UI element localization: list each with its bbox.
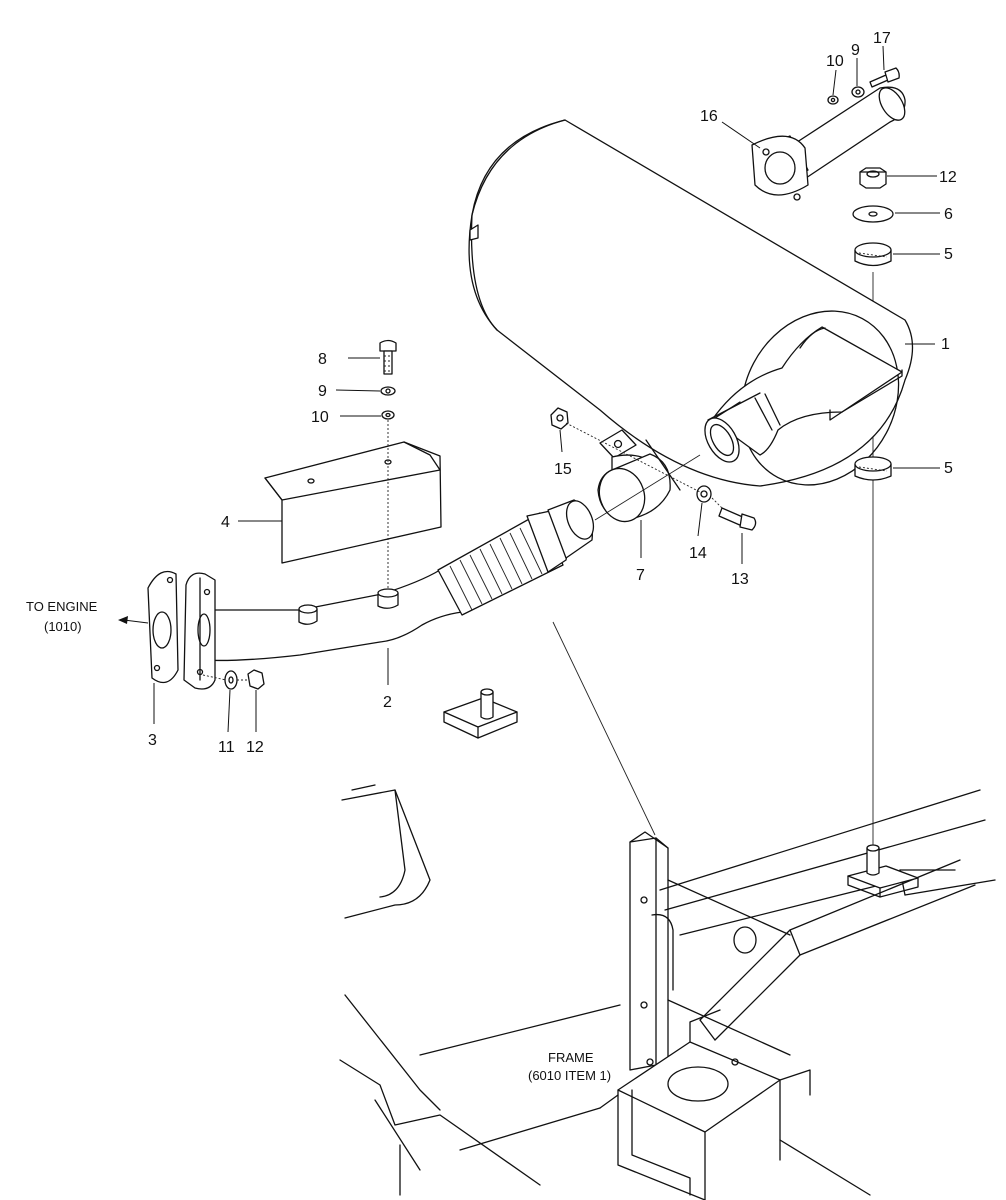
callout-10-tailpipe: 10 <box>826 53 844 70</box>
callout-9-shield: 9 <box>318 383 327 400</box>
engine-flange <box>147 570 265 690</box>
callout-numbers: 1 2 3 4 5 5 6 7 8 9 9 10 10 11 12 12 13 … <box>148 30 957 756</box>
heat-shield <box>264 441 442 564</box>
reference-line <box>552 621 656 836</box>
callout-3: 3 <box>148 732 157 749</box>
callout-16: 16 <box>700 108 718 125</box>
tail-pipe <box>751 67 906 201</box>
callout-14: 14 <box>689 545 707 562</box>
callout-9-tailpipe: 9 <box>851 42 860 59</box>
callout-12-mount: 12 <box>939 169 957 186</box>
callout-17: 17 <box>873 30 891 47</box>
shield-bolt-stack <box>379 339 397 588</box>
leader-lines <box>153 45 940 733</box>
mount-stud-pad <box>443 688 518 739</box>
to-engine-ref: (1010) <box>44 619 82 634</box>
frame <box>339 784 996 1200</box>
callout-5-upper: 5 <box>944 246 953 263</box>
callout-2: 2 <box>383 694 392 711</box>
callout-6: 6 <box>944 206 953 223</box>
callout-4: 4 <box>221 514 230 531</box>
callout-11: 11 <box>218 739 235 756</box>
frame-ref: (6010 ITEM 1) <box>528 1068 611 1083</box>
callout-13: 13 <box>731 571 749 588</box>
clamp-assembly <box>550 407 757 531</box>
callout-5-lower: 5 <box>944 460 953 477</box>
callout-8: 8 <box>318 351 327 368</box>
callout-15: 15 <box>554 461 572 478</box>
muffler <box>468 119 914 487</box>
text-labels: TO ENGINE (1010) FRAME (6010 ITEM 1) <box>26 599 611 1083</box>
callout-10-shield: 10 <box>311 409 329 426</box>
mount-hardware <box>852 167 894 481</box>
callout-7: 7 <box>636 567 645 584</box>
callout-12-flange: 12 <box>246 739 264 756</box>
callout-1: 1 <box>941 336 950 353</box>
exhaust-pipe <box>196 454 701 662</box>
to-engine-label: TO ENGINE <box>26 599 98 614</box>
to-engine-arrow <box>118 616 149 624</box>
frame-label: FRAME <box>548 1050 594 1065</box>
